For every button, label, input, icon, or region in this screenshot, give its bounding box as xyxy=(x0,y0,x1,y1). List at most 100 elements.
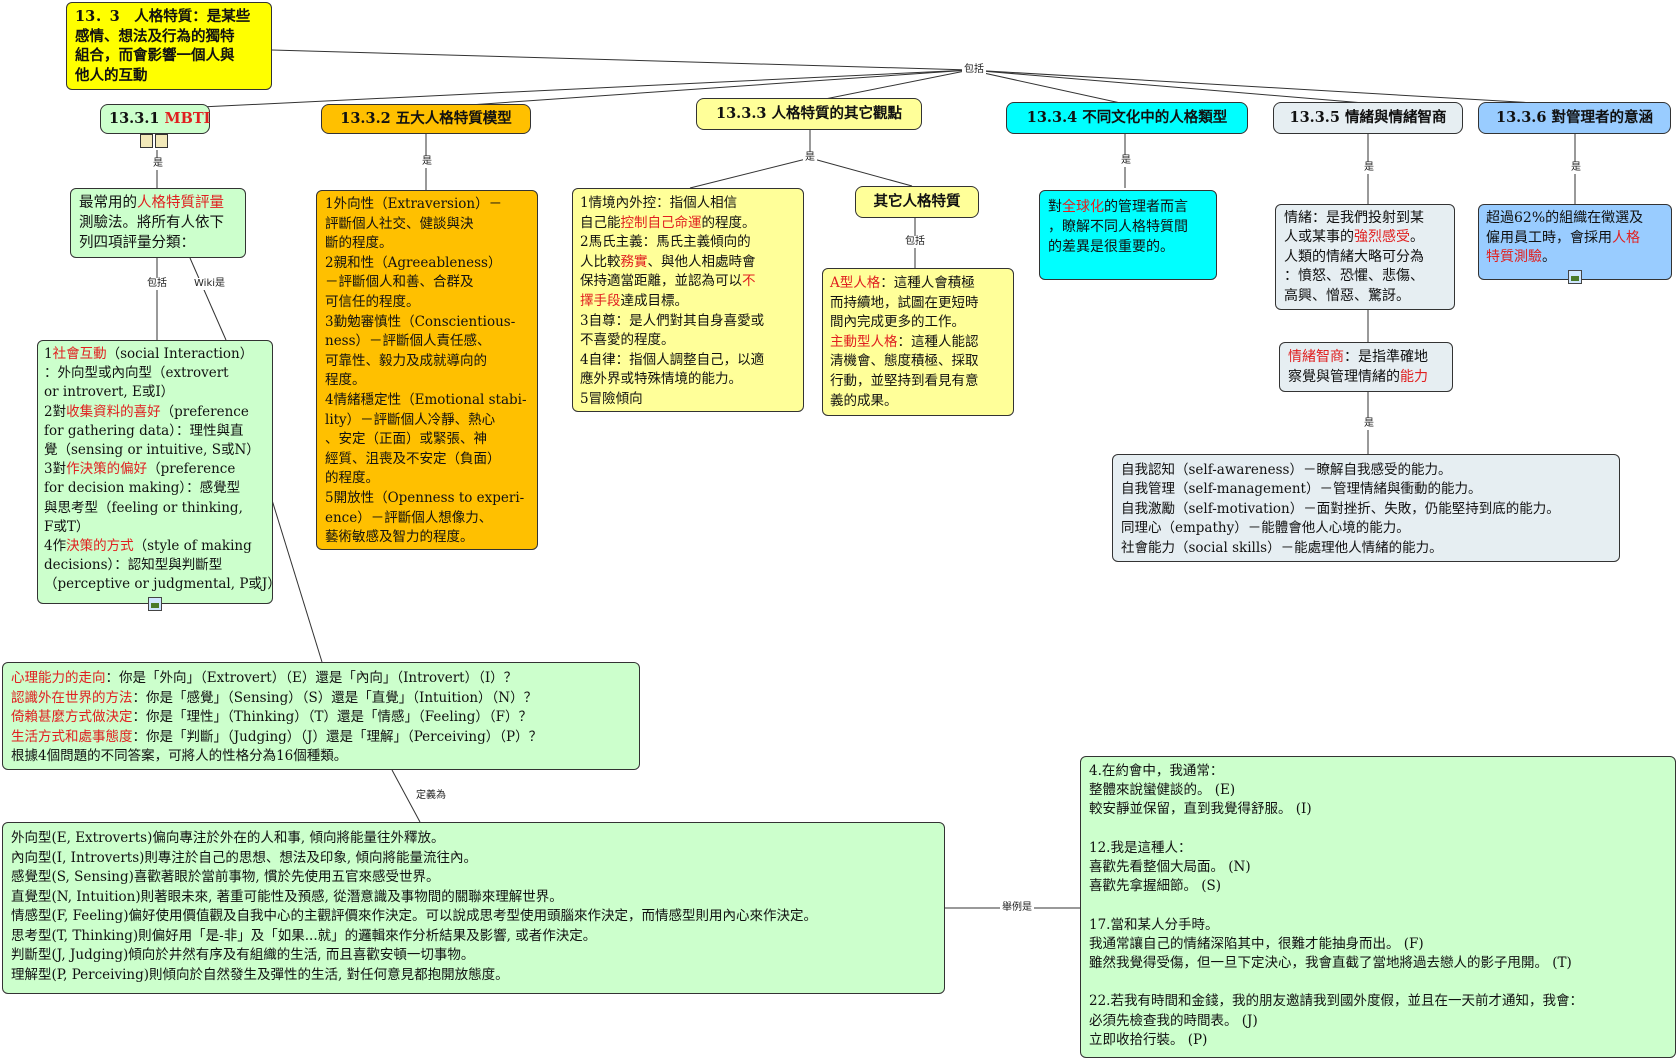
eq-line: 察覺與管理情緒的 xyxy=(1288,369,1400,385)
label-other-is: 是 xyxy=(803,152,817,164)
question-label: 認識外在世界的方法 xyxy=(11,689,133,706)
topic-other-traits[interactable]: 其它人格特質 xyxy=(855,186,979,218)
other-views-list[interactable]: 1情境內外控：指個人相信 自己能控制自己命運的程度。 2馬氏主義：馬氏主義傾向的… xyxy=(572,188,804,412)
mgr-line: 人格 xyxy=(1612,229,1640,246)
example-line: 喜歡先拿握細節。 (S) xyxy=(1089,878,1222,895)
traits-line: 義的成果。 xyxy=(830,392,898,409)
mbti-b4: for gathering data）：理性與直 xyxy=(44,422,244,439)
other-line: 不喜愛的程度。 xyxy=(580,332,675,349)
emotion-desc[interactable]: 情緒：是我們投射到某 人或某事的強烈感受。 人類的情緒大略可分為 ：憤怒、恐懼、… xyxy=(1275,204,1455,310)
example-line: 我通常讓自己的情緒深陷其中，很難才能抽身而出。 (F) xyxy=(1089,935,1424,952)
label-root-includes: 包括 xyxy=(962,64,986,76)
eq-item: 自我激勵（self-motivation）－面對挫折、失敗，仍能堅持到底的能力。 xyxy=(1121,500,1560,517)
question-label: 倚賴甚麼方式做決定 xyxy=(11,709,133,726)
big5-line: 4情緒穩定性（Emotional stabi- xyxy=(325,391,527,408)
eq-item: 自我管理（self-management）－管理情緒與衝動的能力。 xyxy=(1121,481,1482,498)
emotion-line: 人類的情緒大略可分為 xyxy=(1284,248,1424,265)
topic-mbti-name: MBTI xyxy=(164,110,211,127)
definition-item: 內向型(I, Introverts)則專注於自己的思想、想法及印象, 傾向將能量… xyxy=(11,849,477,866)
other-line: 應外界或特殊情境的能力。 xyxy=(580,371,742,388)
mbti-dimensions[interactable]: 1社會互動（social Interaction） ：外向型或內向型（extro… xyxy=(37,340,281,604)
mbti-a3: （social Interaction） xyxy=(106,346,254,362)
label-example-is: 舉例是 xyxy=(1000,902,1034,914)
mbti-attachment-icons[interactable] xyxy=(139,130,169,149)
other-line: 自己能 xyxy=(580,214,621,231)
traits-line: 間內完成更多的工作。 xyxy=(830,314,965,331)
root-node[interactable]: 13．3 人格特質：是某些 感情、想法及行為的獨特 組合，而會影響一個人與 他人… xyxy=(66,2,272,90)
other-traits-desc[interactable]: A型人格：這種人會積極 而持續地，試圖在更短時 間內完成更多的工作。 主動型人格… xyxy=(822,268,1014,416)
example-line xyxy=(1089,973,1667,992)
example-line: 必須先檢查我的時間表。 (J) xyxy=(1089,1012,1258,1029)
example-line: 17.當和某人分手時。 xyxy=(1089,916,1219,933)
other-line: 、與他人相處時會 xyxy=(647,253,756,270)
mbti-c1: 3對 xyxy=(44,461,67,478)
topic-mbti[interactable]: 13.3.1 MBTI xyxy=(100,104,210,134)
example-line: 雖然我覺得受傷，但一旦下定決心，我會直截了當地將過去戀人的影子甩開。 (T) xyxy=(1089,955,1572,972)
big-five-list[interactable]: 1外向性（Extraversion）－ 評斷個人社交、健談與決 斷的程度。 2親… xyxy=(316,190,538,550)
mbti-description[interactable]: 最常用的人格特質評量 測驗法。將所有人依下 列四項評量分類： xyxy=(70,188,246,258)
culture-line: 的差異是很重要的。 xyxy=(1048,239,1174,255)
topic-emotion-ei[interactable]: 13.3.5 情緒與情緒智商 xyxy=(1273,102,1463,134)
mbti-d4: decisions）：認知型與判斷型 xyxy=(44,557,223,574)
question-text: ：你是「理性」（Thinking）（T）還是「情感」（Feeling）（F）？ xyxy=(132,709,533,726)
big5-line: 5開放性（Openness to experi- xyxy=(325,489,525,506)
mbti-c5: 與思考型（feeling or thinking, xyxy=(44,499,243,516)
root-line-1: 13．3 人格特質：是某些 xyxy=(75,8,251,25)
topic-other-views[interactable]: 13.3.3 人格特質的其它觀點 xyxy=(696,98,922,130)
eq-item: 社會能力（social skills）－能處理他人情緒的能力。 xyxy=(1121,539,1443,556)
topic-big-five[interactable]: 13.3.2 五大人格特質模型 xyxy=(321,104,531,134)
big5-line: 的程度。 xyxy=(325,470,379,487)
topic-culture[interactable]: 13.3.4 不同文化中的人格類型 xyxy=(1006,102,1248,134)
label-mbti-is: 是 xyxy=(151,158,165,170)
culture-line: ，瞭解不同人格特質間 xyxy=(1048,219,1188,235)
question-label: 心理能力的走向 xyxy=(11,670,106,686)
example-line: 22.若我有時間和金錢，我的朋友邀請我到國外度假，並且在一天前才通知，我會： xyxy=(1089,993,1583,1010)
mbti-c6: F或T） xyxy=(44,518,90,535)
eq-line: 能力 xyxy=(1400,369,1428,385)
big5-line: 、安定（正面）或緊張、神 xyxy=(325,431,487,448)
eq-item: 自我認知（self-awareness）－瞭解自我感受的能力。 xyxy=(1121,462,1452,478)
manager-desc[interactable]: 超過62%的組織在徵選及 僱用員工時，會採用人格 特質測驗。 xyxy=(1478,204,1672,280)
topic-manager-implications[interactable]: 13.3.6 對管理者的意涵 xyxy=(1478,102,1671,134)
other-line: 擇手段 xyxy=(580,292,621,309)
example-line: 整體來說蠻健談的。 (E) xyxy=(1089,782,1236,799)
document-icon[interactable] xyxy=(140,133,153,148)
mbti-b3: （preference xyxy=(160,403,249,420)
mbti-definitions[interactable]: 外向型(E, Extroverts)偏向專注於外在的人和事, 傾向將能量往外釋放… xyxy=(2,822,945,994)
notes-icon[interactable] xyxy=(155,133,168,148)
mbti-a5: or introvert, E或I） xyxy=(44,384,175,401)
mbti-examples[interactable]: 4.在約會中，我通常： 整體來說蠻健談的。 (E) 較安靜並保留，直到我覺得舒服… xyxy=(1080,756,1676,1058)
other-line: 人比較 xyxy=(580,253,621,270)
image-icon[interactable] xyxy=(148,597,162,611)
questions-footer: 根據4個問題的不同答案，可將人的性格分為16個種類。 xyxy=(11,748,348,765)
mgr-line: 僱用員工時，會採用 xyxy=(1486,229,1612,246)
mbti-desc-1b: 人格特質評量 xyxy=(137,195,224,211)
eq-dimensions[interactable]: 自我認知（self-awareness）－瞭解自我感受的能力。 自我管理（sel… xyxy=(1112,454,1620,562)
image-icon[interactable] xyxy=(1568,270,1582,284)
mbti-questions[interactable]: 心理能力的走向：你是「外向」（Extrovert）（E）還是「內向」（Intro… xyxy=(2,662,640,770)
culture-line: 對 xyxy=(1048,199,1062,215)
culture-desc[interactable]: 對全球化的管理者而言 ，瞭解不同人格特質間 的差異是很重要的。 xyxy=(1039,190,1217,280)
question-text: ：你是「外向」（Extrovert）（E）還是「內向」（Introvert）（I… xyxy=(105,670,518,686)
other-line: 保持適當距離，並認為可以 xyxy=(580,273,742,290)
traits-line: 行動，並堅持到看見有意 xyxy=(830,372,979,389)
example-line xyxy=(1089,896,1667,915)
label-mgr-is: 是 xyxy=(1569,162,1583,174)
label-culture-is: 是 xyxy=(1119,155,1133,167)
big5-line: 可信任的程度。 xyxy=(325,293,420,310)
definition-item: 直覺型(N, Intuition)則著眼未來, 著重可能性及預感, 從潛意識及事… xyxy=(11,888,563,905)
eq-desc[interactable]: 情緒智商：是指準確地 察覺與管理情緒的能力 xyxy=(1279,342,1453,392)
emotion-line: 情緒：是我們投射到某 xyxy=(1284,210,1424,226)
mbti-a4: ：外向型或內向型（extrovert xyxy=(44,365,229,382)
eq-line: ：是指準確地 xyxy=(1344,349,1428,365)
mbti-desc-2: 測驗法。將所有人依下 xyxy=(79,215,224,231)
big5-line: 評斷個人社交、健談與決 xyxy=(325,215,474,232)
example-line: 立即收拾行裝。 (P) xyxy=(1089,1031,1208,1048)
other-line: 達成目標。 xyxy=(620,292,689,309)
definition-item: 理解型(P, Perceiving)則傾向於自然發生及彈性的生活, 對任何意見都… xyxy=(11,966,509,983)
other-line: 控制自己命運 xyxy=(620,214,702,231)
mbti-b2: 收集資料的喜好 xyxy=(66,403,161,420)
mbti-d2: 決策的方式 xyxy=(66,538,134,555)
big5-line: 2親和性（Agreeableness） xyxy=(325,254,502,271)
